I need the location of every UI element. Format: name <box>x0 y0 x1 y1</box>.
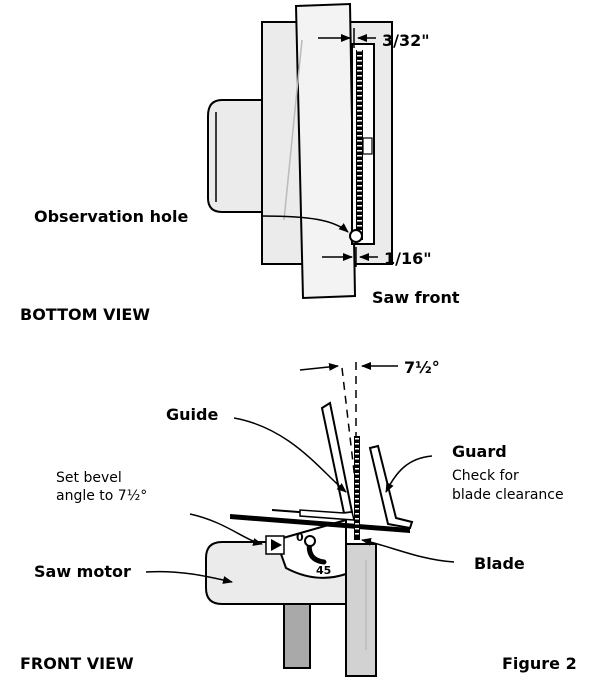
observation-hole <box>349 229 363 243</box>
bottom-view-title: BOTTOM VIEW <box>20 305 150 324</box>
guard-label: Guard <box>452 442 507 461</box>
blade-leader <box>361 537 455 563</box>
guide-label: Guide <box>166 405 218 424</box>
blade-arbor <box>362 137 373 155</box>
front-view-title: FRONT VIEW <box>20 654 134 673</box>
angle-tilted-reference <box>341 367 356 481</box>
guard-leader <box>385 455 433 493</box>
bevel-note-line1: Set bevel <box>56 470 122 486</box>
bevel-leader <box>189 513 263 546</box>
bevel-note-line2: angle to 7½° <box>56 488 147 504</box>
saw-motor-label: Saw motor <box>34 562 131 581</box>
saw-motor-leader <box>145 570 233 584</box>
saw-handle <box>283 595 311 669</box>
blade-label: Blade <box>474 554 525 573</box>
bevel-knob <box>304 535 316 547</box>
bevel-scale-45: 45 <box>316 564 331 577</box>
figure-label: Figure 2 <box>502 654 577 673</box>
guide-leader <box>233 417 347 493</box>
guard-note-line1: Check for <box>452 468 519 484</box>
observation-leader <box>261 215 349 233</box>
bottom-view-diagram <box>207 2 393 300</box>
bevel-scale-0: 0 <box>296 531 304 544</box>
angle-label: 7½° <box>404 358 440 377</box>
gap-bottom-label: 1/16" <box>384 249 432 268</box>
guide-board-hidden-line <box>283 39 303 221</box>
guide-board-bottom <box>294 2 357 300</box>
observation-hole-label: Observation hole <box>34 207 189 226</box>
base-plate-front <box>230 514 410 533</box>
guard-front <box>368 444 414 530</box>
guide-front <box>320 401 354 515</box>
lower-board <box>345 543 377 677</box>
front-view-diagram <box>145 362 455 677</box>
motor-housing-bottom <box>207 99 263 213</box>
saw-front-label: Saw front <box>372 288 460 307</box>
bevel-pointer-icon <box>271 539 282 551</box>
guard-note-line2: blade clearance <box>452 487 564 503</box>
angle-arrow-left <box>299 362 339 371</box>
gap-top-label: 3/32" <box>382 31 430 50</box>
guide-foot <box>299 509 355 521</box>
